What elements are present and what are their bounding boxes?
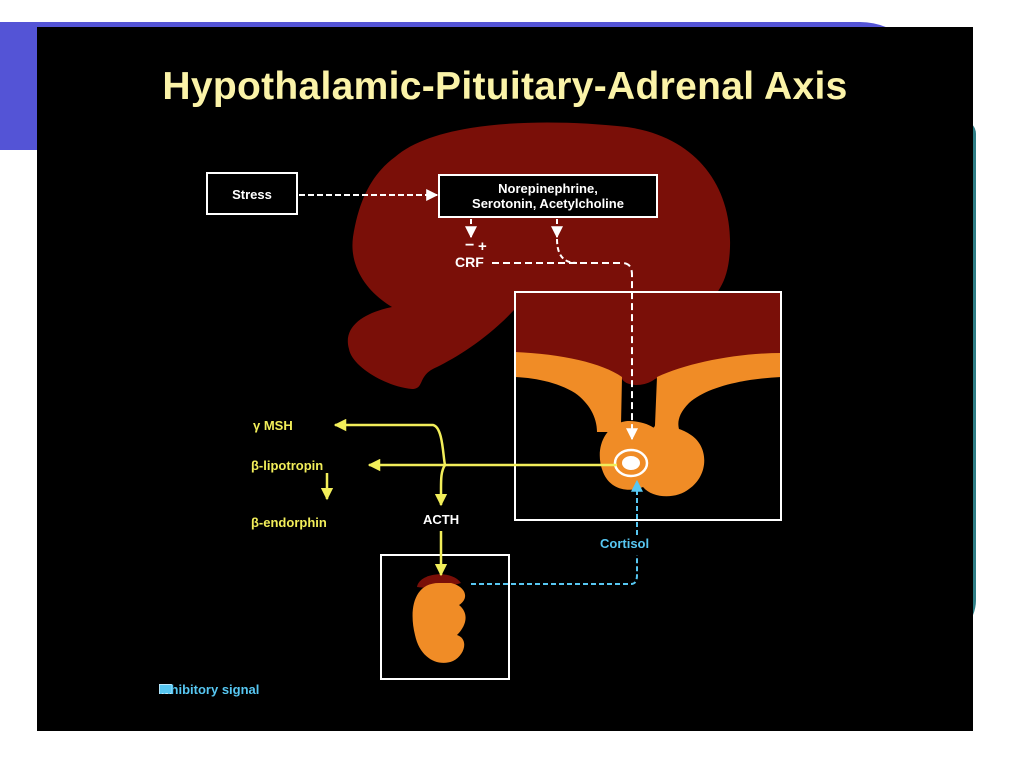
cortisol-label: Cortisol (600, 536, 650, 551)
endorphin-label: β-endorphin (251, 515, 327, 530)
neurotransmitter-box (438, 174, 658, 218)
legend: Inhibitory signal (159, 683, 259, 696)
pituitary-zoom-frame (514, 291, 782, 521)
neurotransmitter-line-2: Serotonin, Acetylcholine (472, 196, 624, 211)
hypothalamus-band (515, 352, 781, 432)
cortisol-path (471, 555, 638, 585)
neurotransmitter-label: Norepinephrine, Serotonin, Acetylcholine (439, 181, 657, 211)
stimulate-sign: + (478, 238, 487, 255)
legend-label: Inhibitory signal (159, 681, 260, 697)
adrenal-frame (380, 554, 510, 680)
inhibition-target-core (622, 456, 640, 470)
msh-arrow (333, 418, 447, 466)
inhibitory-legend-swatch (159, 684, 172, 694)
stress-box (206, 172, 298, 215)
pituitary-zoom-view (515, 292, 781, 520)
acth-arrow (434, 464, 448, 507)
diagram-title: Hypothalamic-Pituitary-Adrenal Axis (162, 65, 848, 108)
hpa-diagram (206, 122, 782, 680)
kidney-shape (412, 583, 466, 663)
crf-label: CRF (455, 254, 484, 270)
lipotropin-label: β-lipotropin (251, 458, 324, 473)
neurotransmitter-line-1: Norepinephrine, (498, 181, 598, 196)
acth-label: ACTH (423, 512, 460, 527)
stress-label: Stress (232, 187, 272, 202)
diagram-slide: Hypothalamic-Pituitary-Adrenal Axis Stre… (37, 27, 973, 731)
pituitary-gland (599, 420, 705, 497)
msh-label: γ MSH (253, 418, 293, 433)
crf-to-pituitary-arrow (492, 262, 638, 441)
inhibition-target-ring (613, 448, 649, 478)
inhibit-sign: − (465, 237, 475, 254)
